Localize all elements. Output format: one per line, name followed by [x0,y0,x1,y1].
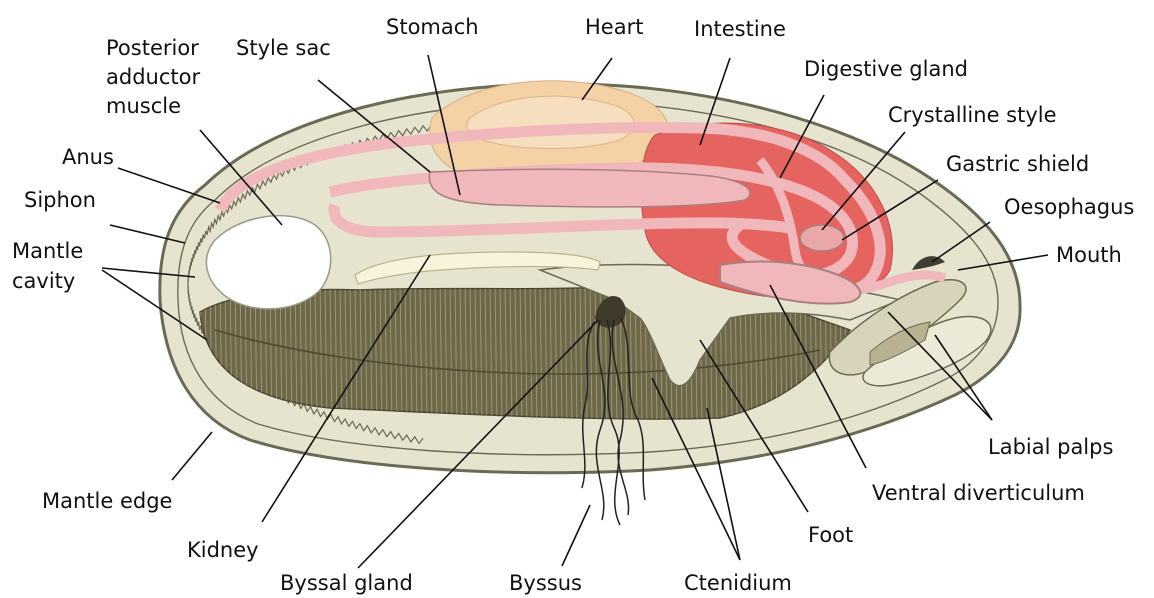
leader-byssus [562,505,590,566]
label-style-sac: Style sac [236,36,331,60]
stomach-shape [429,169,750,207]
label-labial-palps: Labial palps [988,435,1113,459]
label-mantle-line1: Mantle [12,239,83,263]
label-posterior-line1: Posterior [106,36,199,60]
label-ventral-diverticulum: Ventral diverticulum [872,481,1085,505]
label-stomach: Stomach [386,15,479,39]
leader-mantle-edge [172,432,212,480]
label-byssus: Byssus [509,571,582,595]
label-mantle-edge: Mantle edge [42,489,172,513]
label-heart: Heart [585,15,643,39]
label-siphon: Siphon [24,188,96,212]
label-anus: Anus [62,145,114,169]
label-posterior-adductor: Posterior adductor muscle [106,36,207,118]
label-crystalline-style: Crystalline style [888,103,1057,127]
label-posterior-line3: muscle [106,94,181,118]
label-mantle-cavity: Mantle cavity [12,239,90,293]
label-byssal-gland: Byssal gland [280,571,413,595]
label-mouth: Mouth [1056,243,1122,267]
label-oesophagus: Oesophagus [1004,195,1134,219]
label-intestine: Intestine [694,17,786,41]
label-digestive-gland: Digestive gland [804,57,968,81]
label-ctenidium: Ctenidium [684,571,792,595]
label-kidney: Kidney [187,538,259,562]
label-foot: Foot [808,523,853,547]
label-mantle-line2: cavity [12,269,75,293]
label-gastric-shield: Gastric shield [946,152,1089,176]
label-posterior-line2: adductor [106,65,200,89]
